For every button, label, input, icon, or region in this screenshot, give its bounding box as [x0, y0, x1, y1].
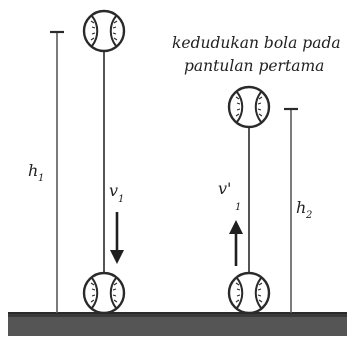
h2-label: h 2 [296, 198, 312, 221]
tennis-ball-icon [227, 271, 271, 315]
svg-text:1: 1 [118, 194, 124, 205]
v1-label: v 1 [109, 181, 124, 205]
h2-ruler [284, 107, 298, 313]
v1-prime-label: v' 1 [218, 179, 241, 213]
svg-text:h: h [28, 161, 38, 180]
tennis-ball-icon [227, 85, 271, 129]
h1-label: h 1 [28, 161, 44, 184]
svg-text:1: 1 [235, 202, 241, 213]
arrow-up-icon [229, 220, 243, 266]
arrow-down-icon [110, 212, 124, 264]
tennis-ball-icon [82, 9, 126, 53]
svg-text:1: 1 [38, 173, 44, 184]
svg-text:2: 2 [305, 210, 312, 221]
tennis-ball-icon [82, 271, 126, 315]
caption-line-2: pantulan pertama [184, 57, 324, 75]
svg-text:v': v' [218, 179, 231, 198]
caption: kedudukan bola pada pantulan pertama [172, 34, 341, 75]
caption-line-1: kedudukan bola pada [172, 34, 341, 52]
h1-ruler [50, 30, 64, 313]
svg-text:v: v [109, 181, 118, 200]
svg-text:h: h [296, 198, 306, 217]
ground [8, 312, 347, 336]
